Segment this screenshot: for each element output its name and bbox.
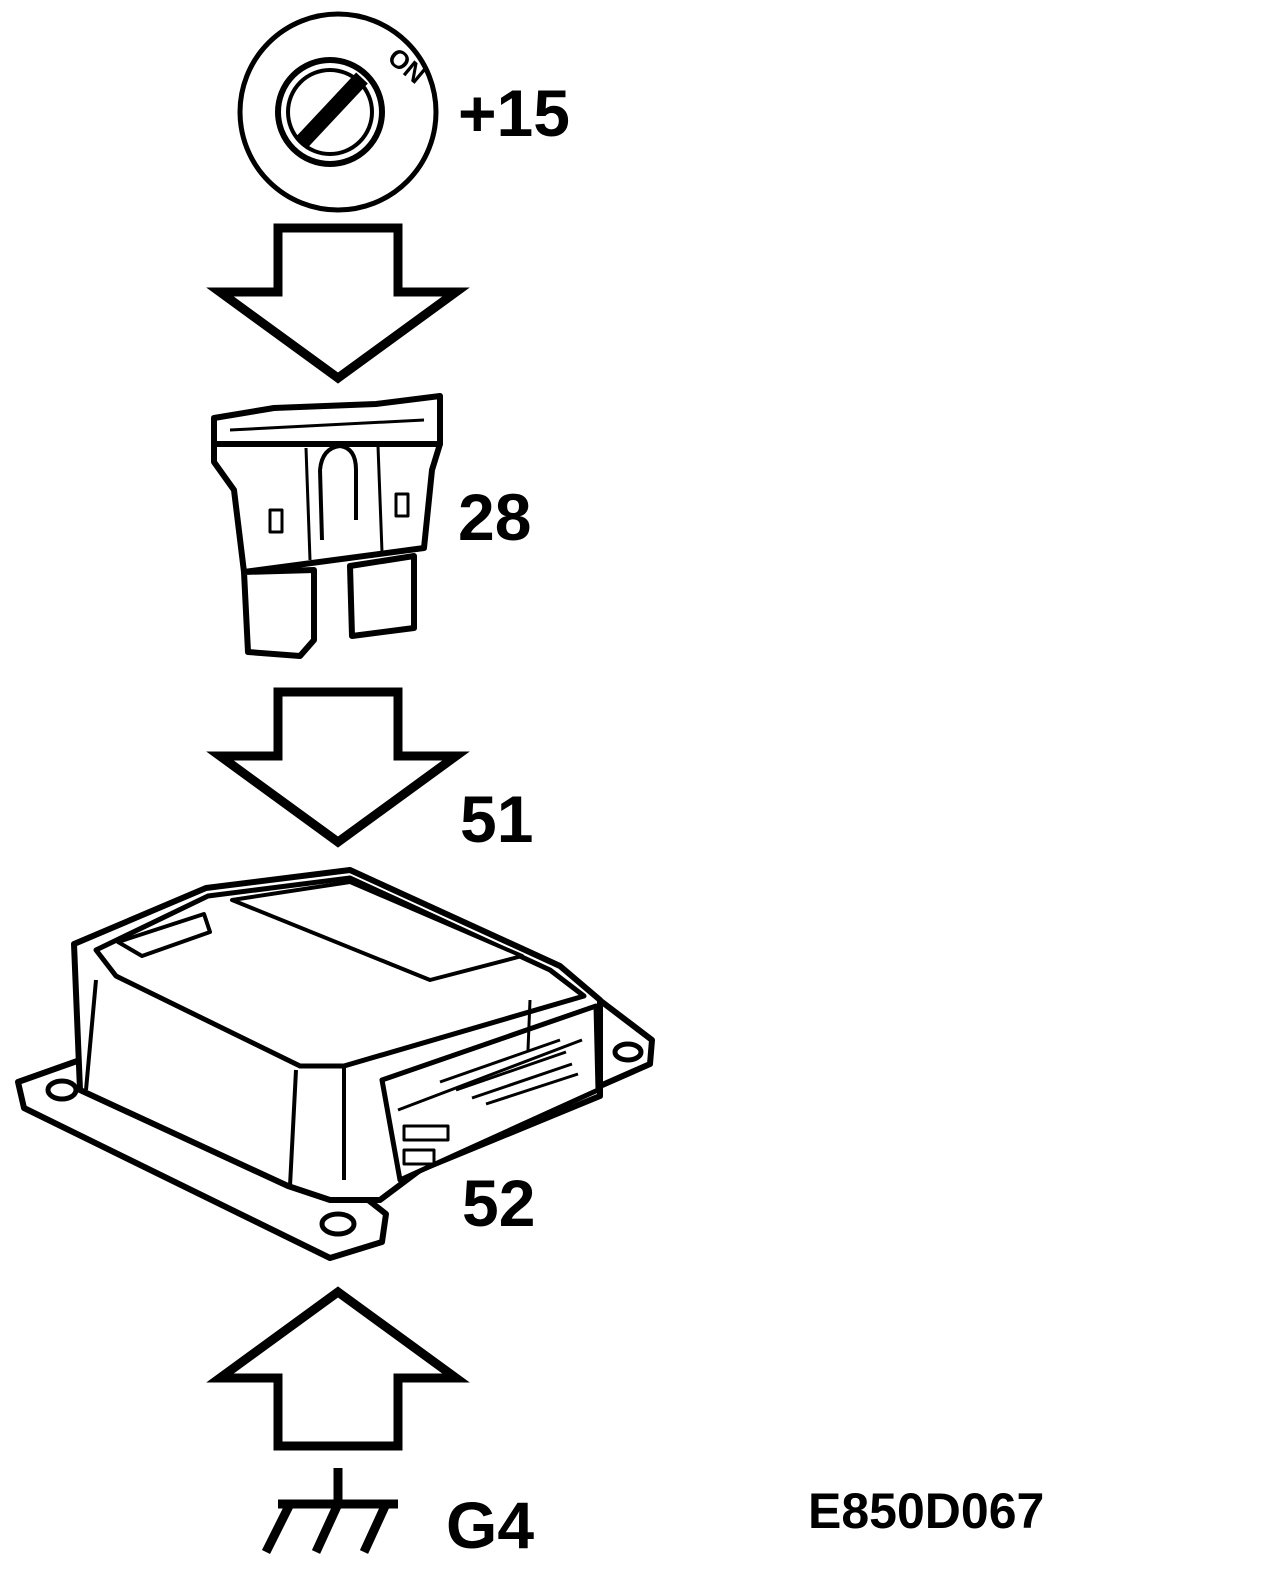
fuse-label: 28 [458, 480, 532, 554]
ignition-label: +15 [458, 76, 570, 150]
ground-symbol-icon [261, 1468, 398, 1555]
ground-label: G4 [446, 1488, 535, 1562]
pin-ground-label: 52 [462, 1166, 536, 1240]
ignition-switch-icon: ON [237, 11, 439, 213]
arrow-up-icon [206, 1286, 470, 1451]
fuse-icon [211, 393, 443, 659]
figure-code: E850D067 [808, 1483, 1045, 1539]
arrow-down-icon [206, 687, 470, 848]
airbag-control-unit-icon [15, 867, 655, 1261]
arrow-down-icon [206, 223, 470, 384]
pin-in-label: 51 [460, 782, 534, 856]
